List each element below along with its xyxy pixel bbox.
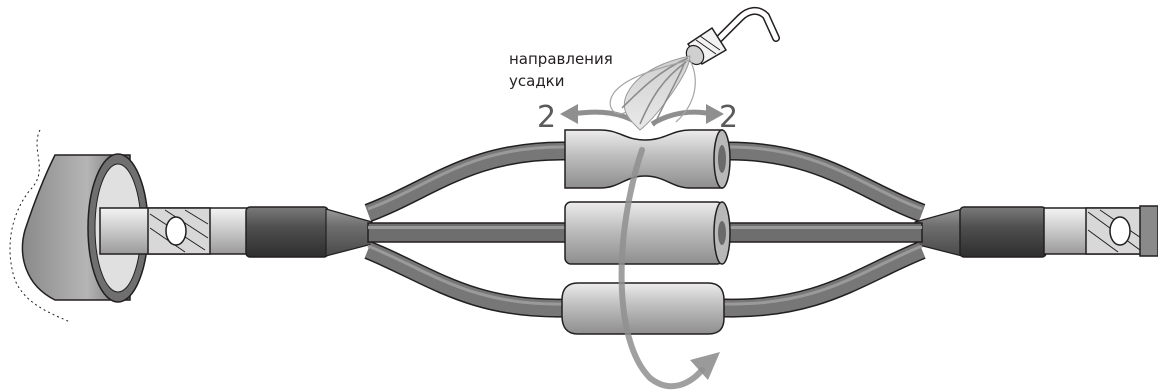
left-cable-end [10, 130, 372, 322]
right-armor-clip [1110, 217, 1130, 245]
sleeve-middle [565, 202, 723, 264]
right-cable-end [915, 206, 1158, 257]
sleeve-upper-shrinking [565, 130, 722, 188]
sleeve-lower-shrunk [562, 283, 724, 334]
caption-line-2: усадки [509, 70, 639, 92]
direction-number-right: 2 [719, 103, 738, 133]
left-gland [246, 207, 328, 257]
left-armor-clip [166, 217, 186, 245]
right-gland [960, 207, 1046, 257]
sleeves [562, 130, 730, 334]
torch [683, 11, 776, 68]
caption-line-1: направления [509, 48, 639, 70]
shrink-direction-caption: направления усадки [509, 48, 639, 92]
shrink-arrow-right [652, 112, 712, 124]
direction-number-left: 2 [537, 103, 556, 133]
